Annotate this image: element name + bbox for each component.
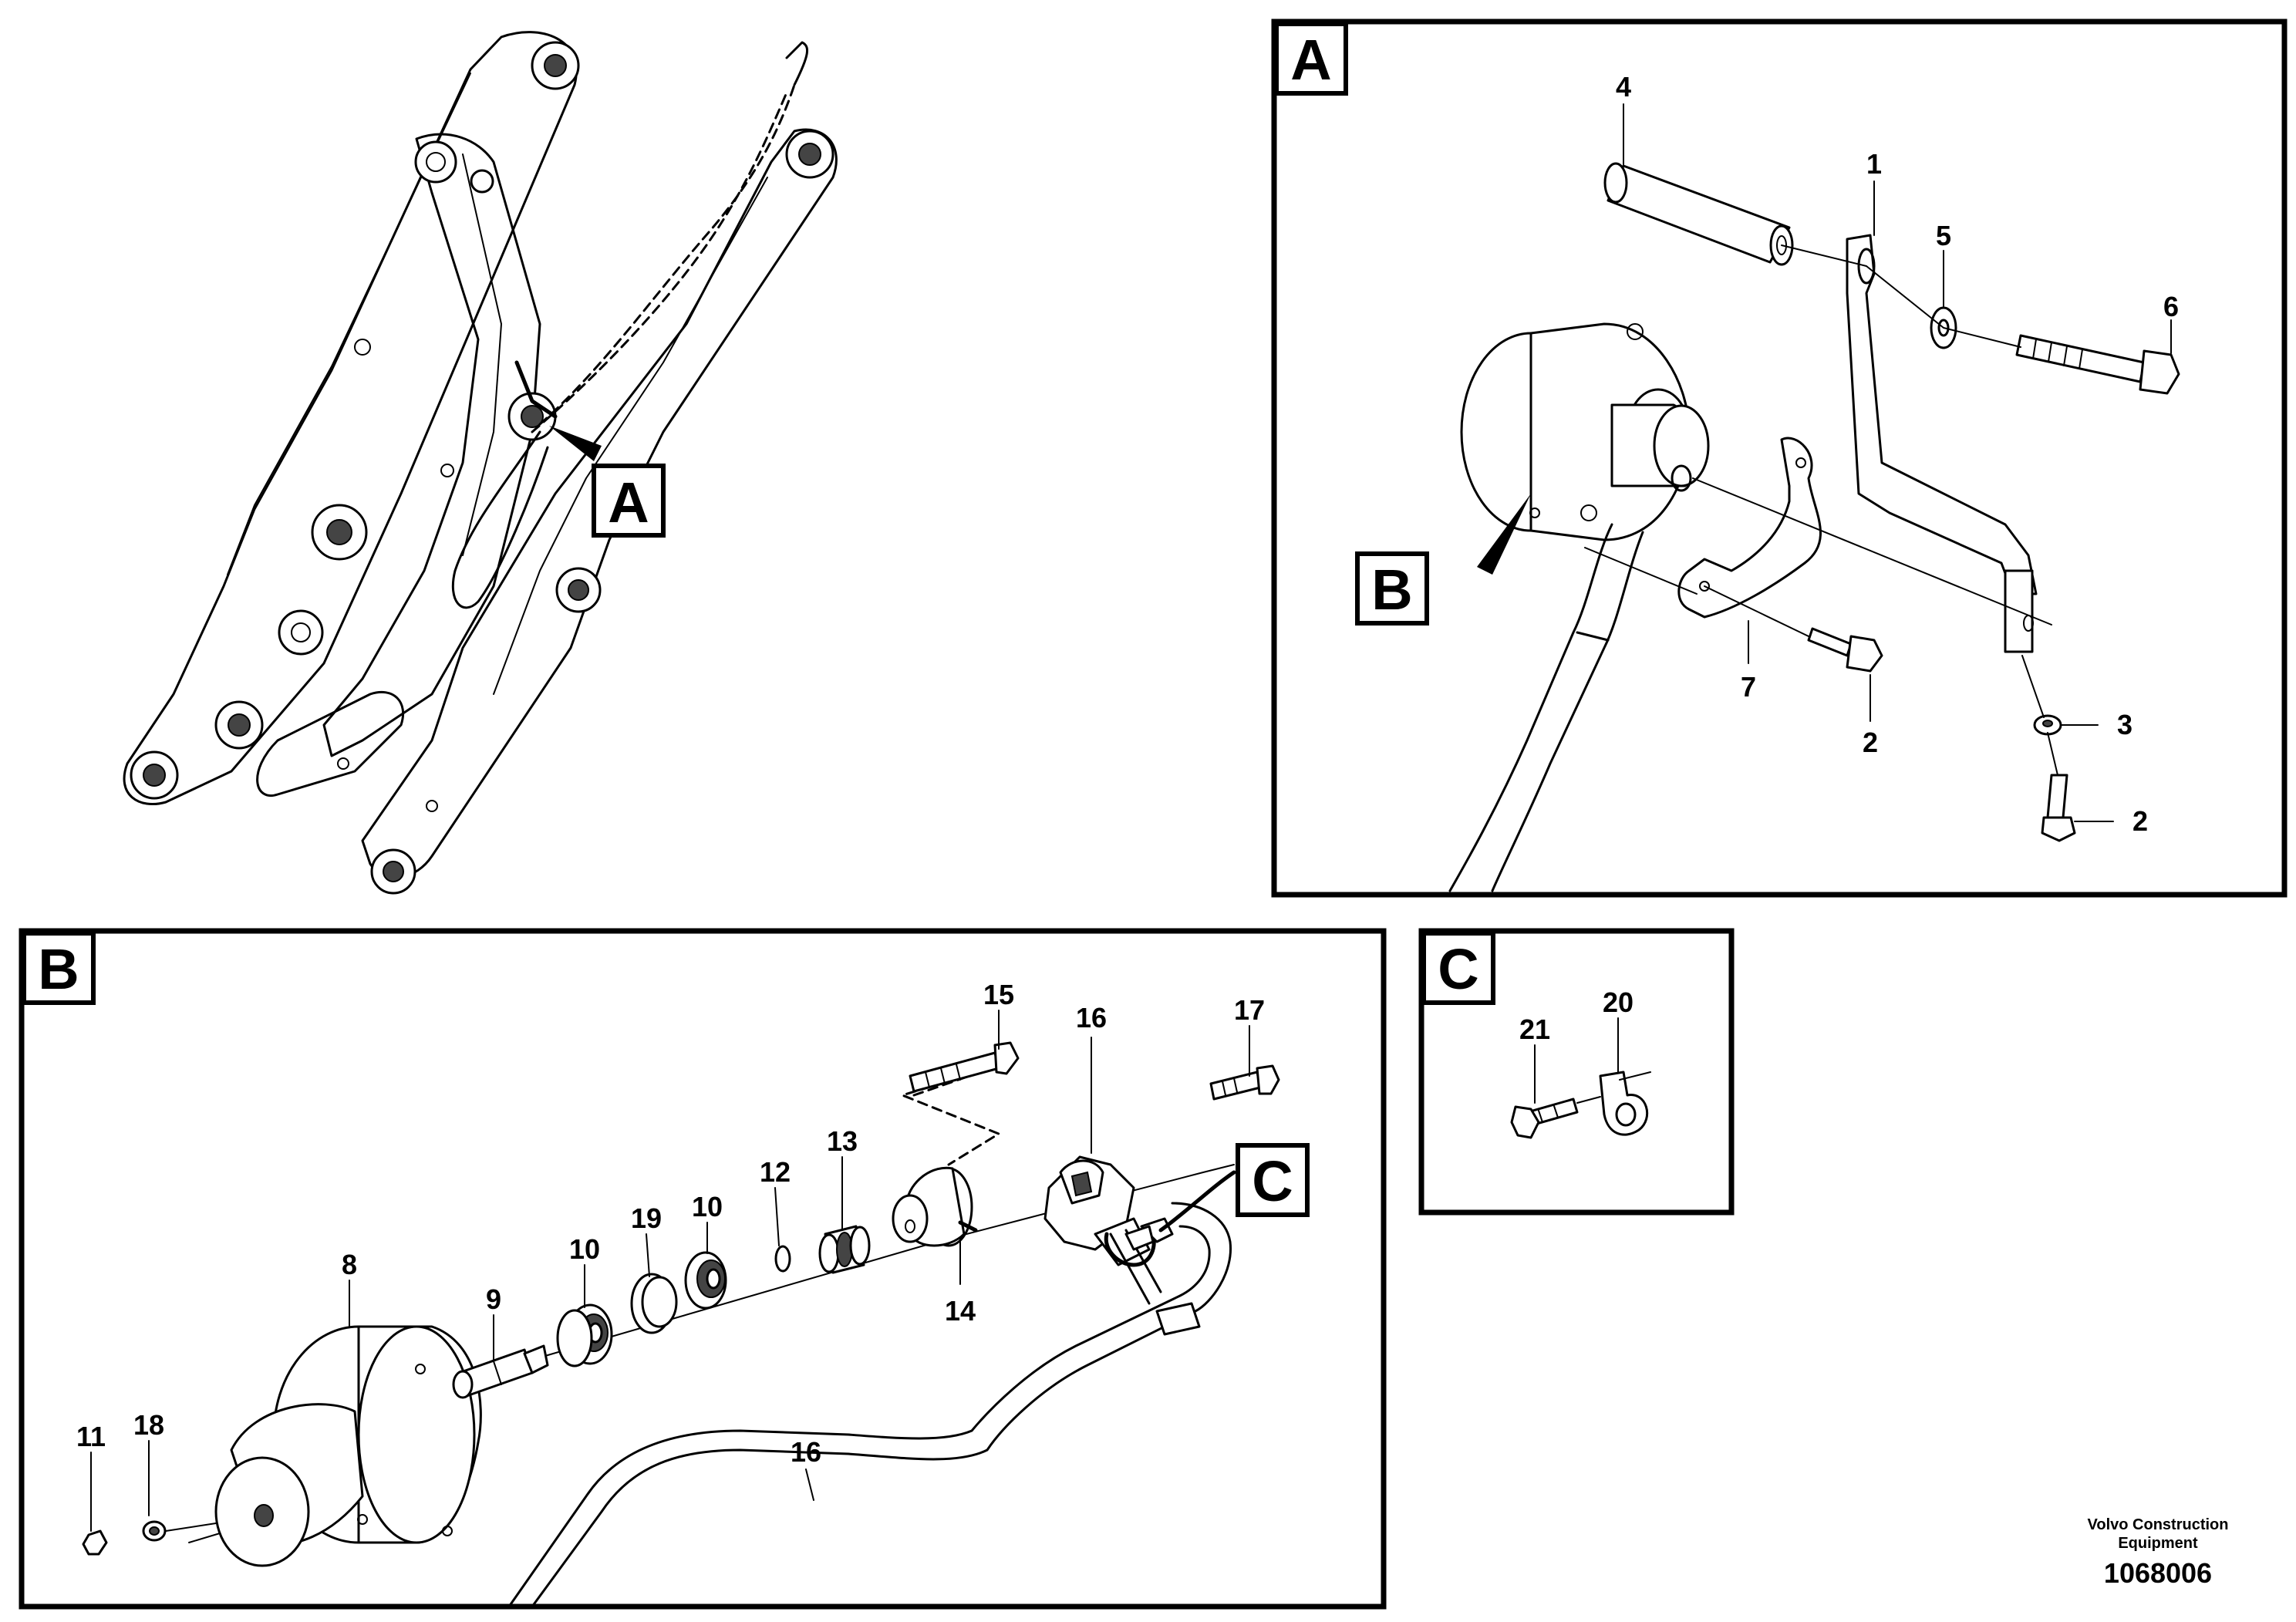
callout-6: 6: [2163, 291, 2179, 322]
callout-9: 9: [486, 1283, 501, 1315]
callout-2a: 2: [1863, 727, 1878, 758]
brand-line-1: Volvo Construction: [2088, 1516, 2229, 1533]
brand-line-2: Equipment: [2118, 1535, 2198, 1552]
overview-lift-arm: [123, 31, 838, 895]
view-B-tag-C: C: [1252, 1149, 1293, 1213]
drawing-number: 1068006: [2104, 1557, 2212, 1589]
view-C: C 21 20: [1418, 928, 1735, 1216]
view-A: A: [1271, 19, 2288, 898]
callout-18: 18: [133, 1409, 164, 1441]
callout-21: 21: [1519, 1013, 1550, 1045]
view-B-label: B: [38, 937, 79, 1001]
callout-2b: 2: [2132, 805, 2148, 837]
callout-10-left: 10: [569, 1233, 600, 1265]
callout-7: 7: [1741, 671, 1756, 703]
view-C-label: C: [1438, 937, 1478, 1001]
view-B: B: [19, 928, 1387, 1610]
callout-4: 4: [1616, 71, 1631, 103]
callout-19: 19: [631, 1202, 662, 1234]
view-A-tag-B: B: [1371, 558, 1412, 622]
callout-17: 17: [1234, 994, 1265, 1026]
view-A-label: A: [1290, 28, 1331, 92]
callout-11: 11: [76, 1421, 106, 1452]
callout-16-hose: 16: [791, 1436, 821, 1468]
callout-10-right: 10: [692, 1191, 723, 1222]
callout-12: 12: [760, 1156, 791, 1188]
callout-5: 5: [1936, 220, 1951, 251]
callout-8: 8: [342, 1249, 357, 1280]
callout-16-top: 16: [1076, 1002, 1107, 1034]
overview-callout-A: A: [549, 426, 666, 538]
callout-13: 13: [827, 1125, 858, 1157]
callout-14: 14: [945, 1295, 976, 1327]
callout-20: 20: [1603, 986, 1633, 1018]
overview-tag-A: A: [608, 470, 649, 534]
callout-15: 15: [983, 979, 1014, 1010]
callout-3: 3: [2117, 709, 2132, 740]
callout-1: 1: [1866, 148, 1882, 180]
footer: Volvo Construction Equipment 1068006: [2088, 1516, 2229, 1589]
